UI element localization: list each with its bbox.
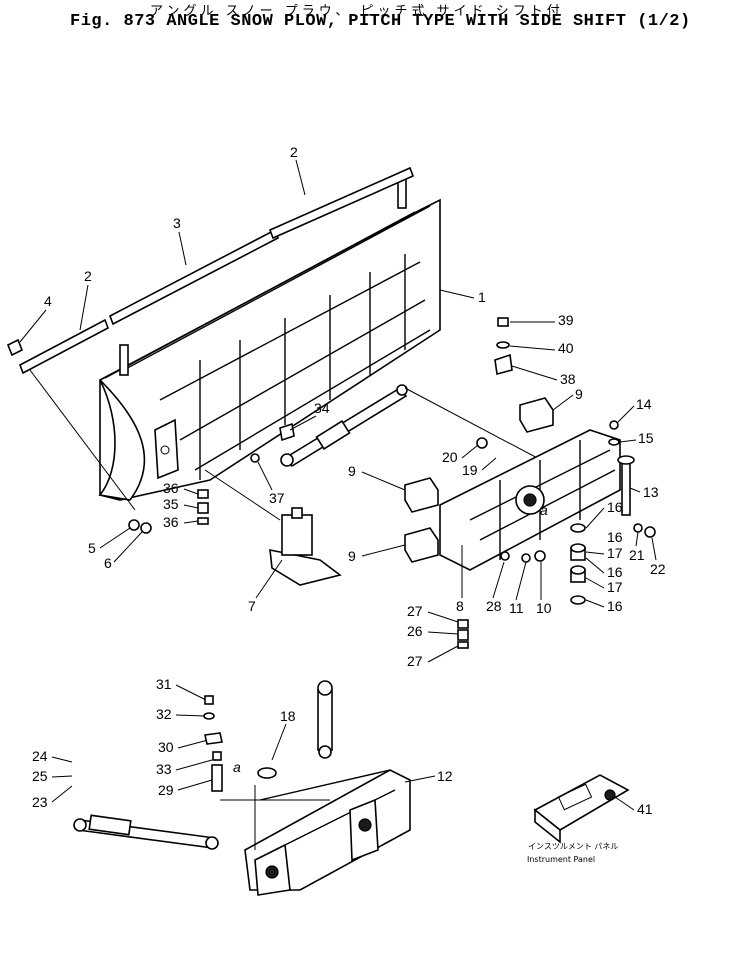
callout-25: 25	[32, 768, 48, 784]
hardware	[128, 317, 656, 649]
callout-13: 13	[643, 484, 659, 500]
callout-24: 24	[32, 748, 48, 764]
callout-16: 16	[607, 564, 623, 580]
callout-20: 20	[442, 449, 458, 465]
callout-9: 9	[348, 548, 356, 564]
callout-labels: 1 2 2 3 4 5 6 7 8 9 9 9 10 11 12 13 14 1…	[19, 144, 666, 817]
callout-30: 30	[158, 739, 174, 755]
instrument-panel-label: Instrument Panel	[527, 855, 595, 864]
callout-12: 12	[437, 768, 453, 784]
pivot-frame	[404, 397, 635, 571]
callout-39: 39	[558, 312, 574, 328]
callout-11: 11	[509, 600, 524, 616]
figure-title-japanese: アングル スノー プラウ、 ピッチ式 サイド シフト付	[150, 4, 564, 19]
skid-shoe	[269, 507, 342, 586]
callout-26: 26	[407, 623, 423, 639]
callout-14: 14	[636, 396, 652, 412]
callout-16: 16	[607, 598, 623, 614]
side-shift-cylinder	[73, 814, 219, 850]
callout-19: 19	[462, 462, 478, 478]
callout-6: 6	[104, 555, 112, 571]
callout-17: 17	[607, 545, 623, 561]
callout-35: 35	[163, 496, 179, 512]
callout-16: 16	[607, 499, 623, 515]
push-frame	[211, 680, 411, 896]
callout-15: 15	[638, 430, 654, 446]
cutting-edges	[6, 166, 415, 375]
reference-marker-a: a	[540, 502, 548, 518]
instrument-panel-drawing	[533, 774, 630, 844]
callout-34: 34	[314, 400, 330, 416]
callout-37: 37	[269, 490, 285, 506]
hydraulic-cylinder	[280, 384, 408, 468]
callout-36: 36	[163, 514, 179, 530]
callout-17: 17	[607, 579, 623, 595]
snow-plow-blade	[98, 177, 441, 501]
callout-40: 40	[558, 340, 574, 356]
callout-41: 41	[637, 801, 653, 817]
callout-10: 10	[536, 600, 552, 616]
callout-8: 8	[456, 598, 464, 614]
callout-21: 21	[629, 547, 645, 563]
callout-32: 32	[156, 706, 172, 722]
callout-33: 33	[156, 761, 172, 777]
callout-22: 22	[650, 561, 666, 577]
callout-23: 23	[32, 794, 48, 810]
figure-title: Fig. 873 ANGLE SNOW PLOW, PITCH TYPE WIT…	[70, 12, 691, 31]
instrument-panel-label-japanese: インスツルメント パネル	[528, 842, 618, 851]
callout-38: 38	[560, 371, 576, 387]
callout-16: 16	[607, 529, 623, 545]
callout-28: 28	[486, 598, 502, 614]
callout-2: 2	[290, 144, 298, 160]
callout-9: 9	[575, 386, 583, 402]
reference-marker-a: a	[233, 759, 241, 775]
callout-3: 3	[173, 215, 181, 231]
callout-1: 1	[478, 289, 486, 305]
bushings	[570, 523, 586, 605]
callout-4: 4	[44, 293, 52, 309]
callout-9: 9	[348, 463, 356, 479]
callout-18: 18	[280, 708, 296, 724]
callout-7: 7	[248, 598, 256, 614]
callout-31: 31	[156, 676, 172, 692]
callout-5: 5	[88, 540, 96, 556]
callout-27: 27	[407, 653, 423, 669]
callout-2: 2	[84, 268, 92, 284]
callout-27: 27	[407, 603, 423, 619]
callout-36: 36	[163, 480, 179, 496]
callout-29: 29	[158, 782, 174, 798]
